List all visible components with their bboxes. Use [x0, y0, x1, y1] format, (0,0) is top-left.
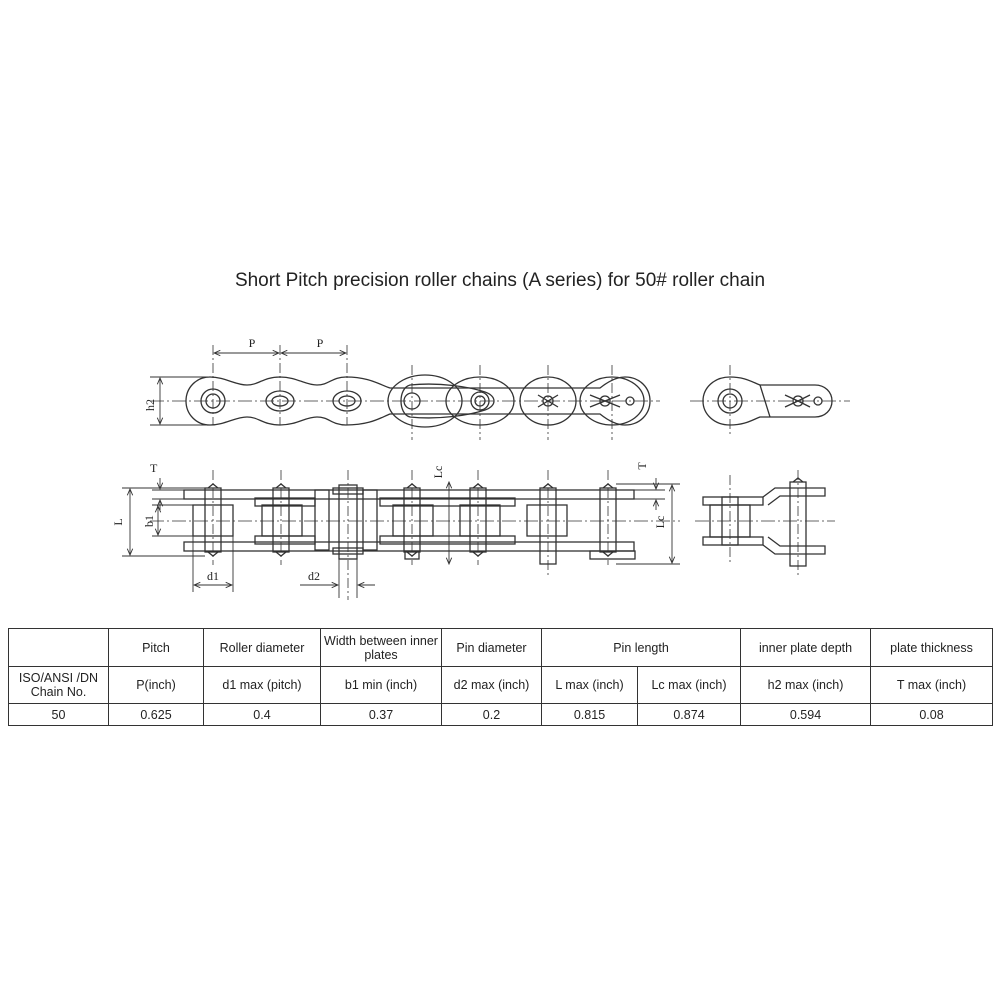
- chain-drawing: P P h2: [111, 336, 850, 600]
- header-inner-plate-depth: inner plate depth: [740, 628, 872, 667]
- t-dimension-left: [152, 478, 184, 510]
- lc-label-mid: Lc: [431, 466, 445, 479]
- subheader-d2: d2 max (inch): [441, 666, 542, 704]
- cell-t: 0.08: [870, 703, 994, 726]
- subheader-l: L max (inch): [541, 666, 638, 704]
- t-label-right: T: [635, 462, 649, 470]
- b1-dimension: [152, 504, 193, 537]
- pitch-label-2: P: [317, 336, 324, 350]
- l-label: L: [111, 518, 125, 525]
- h2-dimension: [150, 376, 208, 426]
- cell-h2: 0.594: [740, 703, 872, 726]
- header-pitch: Pitch: [108, 628, 204, 667]
- table-header-row: Pitch Roller diameter Width between inne…: [8, 628, 994, 667]
- lc-dimension-right: [616, 483, 680, 565]
- chain-end-side-view: [690, 365, 850, 437]
- header-pin-length: Pin length: [540, 628, 742, 667]
- table-row: 50 0.625 0.4 0.37 0.2 0.815 0.874 0.594 …: [8, 703, 994, 726]
- cell-p: 0.625: [108, 703, 204, 726]
- t-dimension-right: [634, 478, 665, 510]
- cell-d2: 0.2: [441, 703, 542, 726]
- chain-plan-view: [150, 483, 680, 565]
- subheader-p: P(inch): [108, 666, 204, 704]
- header-roller-diameter: Roller diameter: [203, 628, 321, 667]
- pitch-label-1: P: [249, 336, 256, 350]
- subheader-d1: d1 max (pitch): [203, 666, 321, 704]
- header-pin-diameter: Pin diameter: [441, 628, 542, 667]
- subheader-t: T max (inch): [870, 666, 994, 704]
- header-plate-thickness: plate thickness: [870, 628, 994, 667]
- h2-label: h2: [143, 399, 157, 411]
- subheader-h2: h2 max (inch): [740, 666, 872, 704]
- header-blank-cell: [8, 628, 109, 667]
- subheader-lc: Lc max (inch): [636, 666, 742, 704]
- cell-chain-no: 50: [8, 703, 109, 726]
- d2-label: d2: [308, 569, 320, 583]
- lc-label-right: Lc: [653, 516, 667, 529]
- table-subheader-row: ISO/ANSI /DN Chain No. P(inch) d1 max (p…: [8, 666, 994, 704]
- chain-end-plan-view: [695, 470, 835, 575]
- d1-dimension: [192, 536, 234, 592]
- l-dimension: [122, 487, 205, 557]
- header-width-between-inner-plates: Width between inner plates: [320, 628, 442, 667]
- subheader-chain-no: ISO/ANSI /DN Chain No.: [8, 666, 109, 704]
- cell-b1: 0.37: [320, 703, 442, 726]
- t-label-left: T: [150, 461, 158, 475]
- cell-d1: 0.4: [203, 703, 321, 726]
- d1-label: d1: [207, 569, 219, 583]
- d2-dimension: [300, 559, 375, 598]
- chain-side-view: [150, 374, 660, 428]
- cell-l: 0.815: [541, 703, 638, 726]
- cell-lc: 0.874: [636, 703, 742, 726]
- b1-label: b1: [142, 515, 156, 527]
- subheader-b1: b1 min (inch): [320, 666, 442, 704]
- page-title: Short Pitch precision roller chains (A s…: [234, 270, 766, 291]
- spec-table: Pitch Roller diameter Width between inne…: [8, 628, 994, 726]
